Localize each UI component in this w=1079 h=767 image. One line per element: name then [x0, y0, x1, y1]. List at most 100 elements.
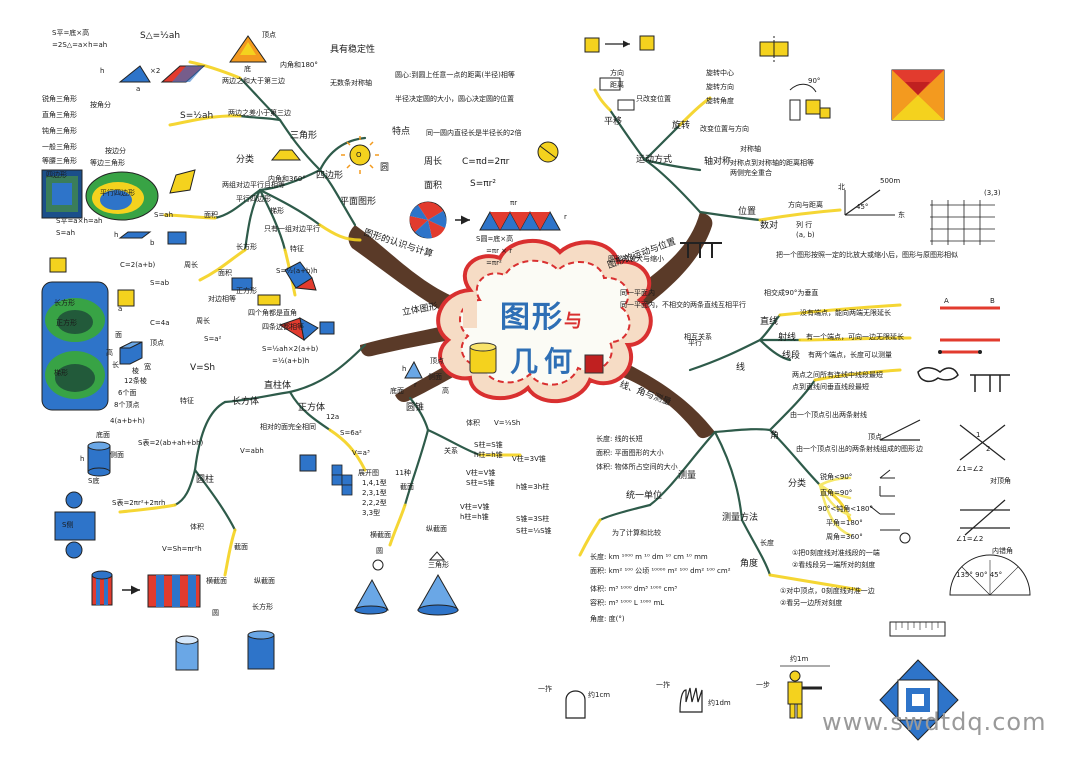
cylinder-base: 底面: [96, 431, 110, 439]
measure-angle-desc: ①对中顶点，0刻度线对准一边: [780, 587, 875, 595]
measure-unit-len: 长度: km ¹⁰⁰⁰ m ¹⁰ dm ¹⁰ cm ¹⁰ mm: [590, 553, 708, 561]
quad-para-feat: 两组对边平行且相等: [222, 181, 285, 189]
measure-tool: 测量方法: [722, 513, 759, 523]
cube-unfold4: 3,3型: [362, 509, 381, 517]
angles-title: 角: [770, 431, 780, 441]
quad-sq-perim: C=4a: [150, 319, 170, 327]
quad-all-equal: 四条边都相等: [262, 323, 304, 331]
quad-area2: 面积: [218, 269, 232, 277]
tri-h-label: h: [100, 67, 105, 75]
watermark-text: www.swdtdq.com: [822, 708, 1047, 736]
circle-figures: [341, 136, 561, 239]
angles-vertex: 顶点: [868, 433, 882, 441]
lines-straight: 直线: [760, 317, 779, 327]
cuboid-face-label: 面: [115, 331, 122, 339]
cube-stack: [299, 454, 353, 496]
set-para: 平行四边形: [100, 189, 135, 197]
cuboid-vol2: V=Sh: [190, 363, 216, 373]
lines-relation: 同一平面内，不相交的两条直线互相平行: [620, 301, 746, 309]
motion-translate-dist: 距离: [610, 81, 624, 89]
lines-a: A: [944, 297, 949, 305]
measure-unit-title: 统一单位: [626, 491, 663, 501]
cuboid-edge-sum: 4(a+b+h): [110, 417, 145, 425]
position-pair: 数对: [760, 221, 779, 231]
angles-def2: 由一个顶点引出的两条射线组成的图形: [796, 445, 915, 453]
cone-eq7: V柱=V锥: [460, 503, 490, 511]
quad-trap-ex: S=½ah×2(a+b): [262, 345, 319, 353]
position-north: 北: [838, 183, 845, 191]
tri-right: 直角三角形: [42, 111, 77, 119]
center-title-small: 与: [564, 311, 584, 332]
angles-straight: 平角=180°: [826, 519, 863, 527]
circle-feature: 特点: [392, 127, 411, 137]
set-trap: 梯形: [54, 369, 68, 377]
angle-mini-icons: [869, 469, 911, 544]
cone-vertex: 顶点: [430, 357, 444, 365]
lines-segment-desc: 有两个端点，长度可以测量: [808, 351, 892, 359]
quad-rect: 长方形: [236, 243, 257, 251]
position-east: 东: [898, 211, 905, 219]
body-finger: 一拃: [538, 685, 552, 693]
branch-label-plane: 平面图形: [340, 197, 377, 207]
cuboid-h: 高: [106, 349, 113, 357]
tri-equilateral: 等边三角形: [90, 159, 125, 167]
quad-feat: 特征: [290, 245, 304, 253]
cone-base: 底面: [390, 387, 404, 395]
tri-base-label: 底: [244, 65, 251, 73]
ttt-figure: [680, 242, 722, 258]
solid-figures: [54, 341, 459, 671]
quad-rect-area: S=ab: [150, 279, 170, 287]
cuboid-faces: 6个面: [118, 389, 137, 397]
quad-l-h: h: [114, 231, 119, 239]
tri-formula: S平=底×高: [52, 29, 90, 37]
circle-same: 同一圆内直径长是半径长的2倍: [426, 129, 522, 137]
tri-by-side: 按边分: [105, 147, 126, 155]
cube-unfold-label: 展开图: [358, 469, 379, 477]
angles-opposite-label: 对顶角: [990, 477, 1011, 485]
tri-stability: 具有稳定性: [330, 45, 376, 55]
tri-acute: 锐角三角形: [42, 95, 77, 103]
lines-perp: 相交成90°为垂直: [764, 289, 819, 297]
cuboid-same: 相对的面完全相同: [260, 423, 316, 431]
tri-obtuse: 钝角三角形: [42, 127, 77, 135]
cone-cross: 横截面: [370, 531, 391, 539]
cube-label: 正方体: [298, 403, 326, 413]
cone-eq3: V柱=3V锥: [512, 455, 546, 463]
quad-label: 四边形: [316, 171, 344, 181]
circle-area: 面积: [424, 181, 443, 191]
measure-compare: 为了计算和比较: [612, 529, 661, 537]
measure-angle: 角度: [740, 559, 759, 569]
angles-side: 边: [916, 445, 923, 453]
tri-a-label: a: [136, 85, 141, 93]
pinwheel-square: [891, 69, 945, 121]
cone-rel: 关系: [444, 447, 458, 455]
measure-title: 测量: [678, 471, 697, 481]
cylinder-cross: 横截面: [206, 577, 227, 585]
cone-eq5: S柱=S锥: [466, 479, 495, 487]
tri-scalene: 一般三角形: [42, 143, 77, 151]
measure-unit-deg: 角度: 度(°): [590, 615, 625, 623]
angles-opposite: ∠1=∠2: [956, 465, 984, 473]
circle-area-f: S=πr²: [470, 179, 496, 189]
cuboid-column: 直柱体: [264, 381, 292, 391]
measure-unit-area: 面积: km² ¹⁰⁰ 公顷 ¹⁰⁰⁰⁰ m² ¹⁰⁰ dm² ¹⁰⁰ cm²: [590, 567, 731, 575]
measure-angle-desc2: ②看另一边所对刻度: [780, 599, 843, 607]
quad-l-b: b: [150, 239, 155, 247]
cone-eq8: h柱=h锥: [460, 513, 489, 521]
quad-para: 平行四边形: [236, 195, 271, 203]
cylinder-rect: 长方形: [252, 603, 273, 611]
tri-formula2: =2S△=a×h=ah: [52, 41, 108, 49]
cuboid-vertex-label: 顶点: [150, 339, 164, 347]
angles-interior-label: 内错角: [992, 547, 1013, 555]
set-rect: 长方形: [54, 299, 75, 307]
cone-long: 纵截面: [426, 525, 447, 533]
motion-translate: 平移: [604, 117, 623, 127]
cylinder-sa: S表=2πr²+2πrh: [112, 499, 166, 507]
position-map-desc: 把一个图形按照一定的比放大或缩小后，图形与原图形相似: [776, 251, 958, 259]
motion-axis: 轴对称: [704, 157, 732, 167]
tri-x2: ×2: [150, 67, 161, 75]
cube-vol: V=a³: [352, 449, 370, 457]
tri-two-sides: 两边之和大于第三边: [222, 77, 285, 85]
position-angle: 45°: [856, 203, 869, 211]
grid: [930, 200, 995, 245]
